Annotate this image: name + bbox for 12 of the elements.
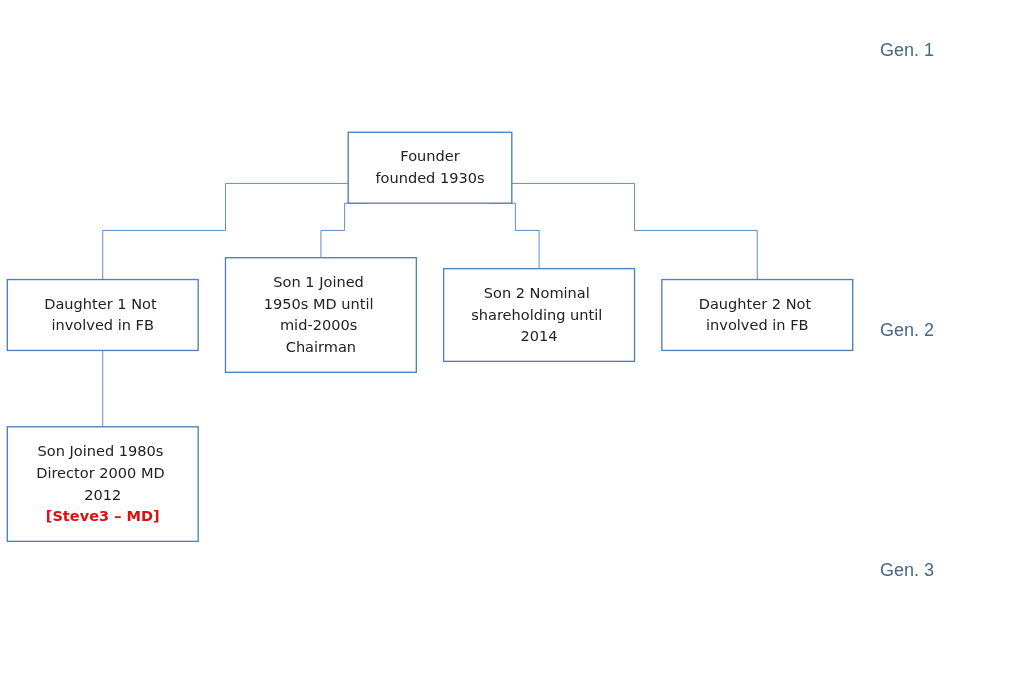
connector — [102, 182, 349, 280]
node-box: Daughter 2 Not involved in FB — [661, 278, 854, 351]
node-box: Founder founded 1930s — [347, 131, 513, 204]
node-box: Son Joined 1980s Director 2000 MD 2012 [Steve3 – MD] — [6, 425, 199, 542]
node-box: Daughter 1 Not involved in FB — [6, 278, 199, 351]
node-box: Son 2 Nominal shareholding until 2014 — [442, 267, 636, 362]
generation-label: Gen. 1 — [880, 40, 935, 61]
connector — [102, 349, 104, 427]
connector — [511, 182, 758, 280]
node-box: Son 1 Joined 1950s MD until mid-2000s Chairman — [224, 256, 418, 373]
generation-label: Gen. 2 — [880, 320, 935, 341]
generation-label: Gen. 3 — [880, 560, 935, 581]
